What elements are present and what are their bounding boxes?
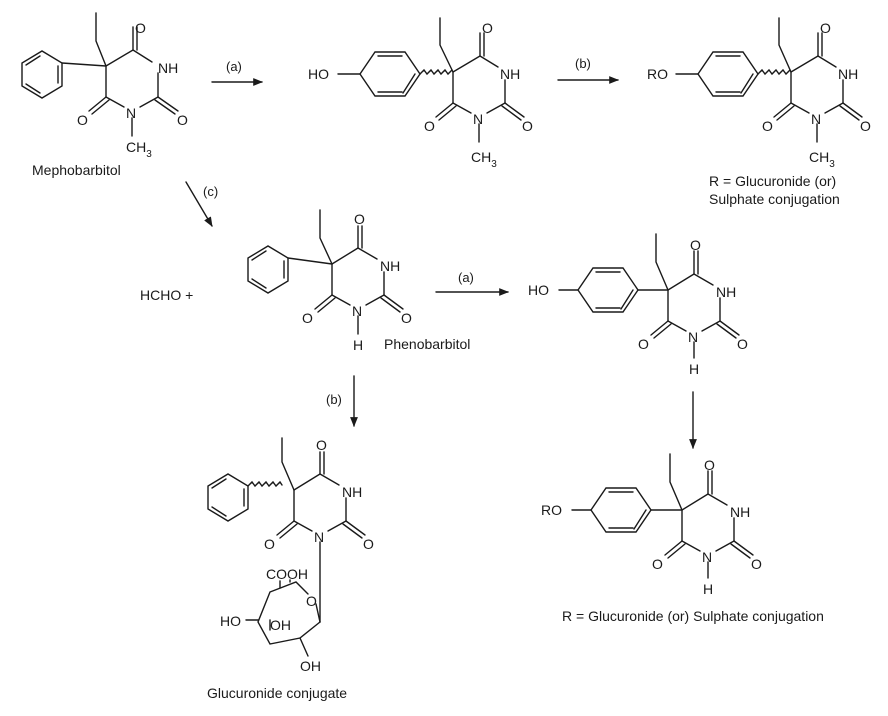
hcho-label: HCHO + <box>140 287 193 303</box>
wavy-bond <box>419 68 453 76</box>
methyl-label: CH3 <box>471 149 497 170</box>
step-b-label: (b) <box>575 56 591 71</box>
hydroxy-mephobarbitol-structure: HO O NH O N O CH3 <box>308 17 533 170</box>
methyl-label: CH3 <box>126 139 152 160</box>
glucuronide-conjugate-structure: O NH O N O O COOH HO OH OH <box>207 437 374 674</box>
phenyl-ring <box>577 267 639 313</box>
carbonyl-oxygen: O <box>751 556 762 572</box>
n-label: N <box>126 105 136 121</box>
step-a-label: (a) <box>226 59 242 74</box>
r-definition-line1: R = Glucuronide (or) <box>709 173 836 189</box>
wavy-bond <box>757 68 791 76</box>
nh-label: NH <box>342 484 362 500</box>
n-label: N <box>688 329 698 345</box>
carbonyl-oxygen: O <box>704 457 715 473</box>
carbonyl-oxygen: O <box>690 237 701 253</box>
n-label: N <box>702 549 712 565</box>
carbonyl-oxygen: O <box>860 118 871 134</box>
phenyl-ring <box>247 245 289 294</box>
step-c-label: (c) <box>203 184 218 199</box>
n-label: N <box>352 303 362 319</box>
hydroxyl-label: HO <box>308 66 329 82</box>
mephobarbitol-label: Mephobarbitol <box>32 162 121 178</box>
carbonyl-oxygen: O <box>264 536 275 552</box>
r-definition-bottom: R = Glucuronide (or) Sulphate conjugatio… <box>562 608 824 624</box>
nh-label: NH <box>716 284 736 300</box>
nh-label: NH <box>380 258 400 274</box>
carbonyl-oxygen: O <box>522 118 533 134</box>
hydroxy-phenobarbitol-structure: HO O NH O N O H <box>528 233 748 377</box>
r-definition-line2: Sulphate conjugation <box>709 191 840 207</box>
glucuronic-acid-ring: O COOH HO OH OH <box>220 566 321 674</box>
glucuronide-conjugate-label: Glucuronide conjugate <box>207 685 347 701</box>
conjugated-mephobarbitol-structure: RO O NH O N O CH3 <box>647 17 871 170</box>
carboxyl-label: COOH <box>266 566 308 582</box>
arrow-c <box>185 181 213 227</box>
nh-label: NH <box>730 504 750 520</box>
carbonyl-oxygen: O <box>302 310 313 326</box>
phenyl-ring <box>207 473 249 522</box>
phenobarbitol-structure: O NH O N O H <box>247 209 412 353</box>
carbonyl-oxygen: O <box>424 118 435 134</box>
n-label: N <box>811 111 821 127</box>
n-label: N <box>314 529 324 545</box>
h-label: H <box>703 581 713 597</box>
step-b-label: (b) <box>326 392 342 407</box>
hydroxyl-label: HO <box>220 613 241 629</box>
methyl-label: CH3 <box>809 149 835 170</box>
carbonyl-oxygen: O <box>316 437 327 453</box>
conjugated-phenobarbitol-structure: RO O NH O N O H <box>541 453 762 597</box>
phenyl-ring <box>21 50 63 99</box>
wavy-bond <box>247 480 283 488</box>
carbonyl-oxygen: O <box>401 310 412 326</box>
carbonyl-oxygen: O <box>762 118 773 134</box>
phenobarbitol-label: Phenobarbitol <box>384 336 470 352</box>
carbonyl-oxygen: O <box>135 20 146 36</box>
nh-label: NH <box>500 66 520 82</box>
carbonyl-oxygen: O <box>77 112 88 128</box>
carbonyl-oxygen: O <box>820 20 831 36</box>
hydroxyl-label: OH <box>300 658 321 674</box>
carbonyl-oxygen: O <box>354 211 365 227</box>
carbonyl-oxygen: O <box>482 20 493 36</box>
ring-oxygen: O <box>306 593 317 609</box>
carbonyl-oxygen: O <box>638 336 649 352</box>
h-label: H <box>353 337 363 353</box>
hydroxyl-label: OH <box>270 617 291 633</box>
ro-label: RO <box>541 502 562 518</box>
hydroxyl-label: HO <box>528 282 549 298</box>
nh-label: NH <box>158 60 178 76</box>
phenyl-ring <box>697 51 759 97</box>
mephobarbitol-structure: O NH O N O CH3 <box>21 12 188 160</box>
carbonyl-oxygen: O <box>177 112 188 128</box>
h-label: H <box>689 361 699 377</box>
carbonyl-oxygen: O <box>652 556 663 572</box>
phenyl-ring <box>590 487 652 533</box>
carbonyl-oxygen: O <box>737 336 748 352</box>
carbonyl-oxygen: O <box>363 536 374 552</box>
ro-label: RO <box>647 66 668 82</box>
nh-label: NH <box>838 66 858 82</box>
n-label: N <box>473 111 483 127</box>
phenyl-ring <box>359 51 421 97</box>
step-a-label: (a) <box>458 270 474 285</box>
